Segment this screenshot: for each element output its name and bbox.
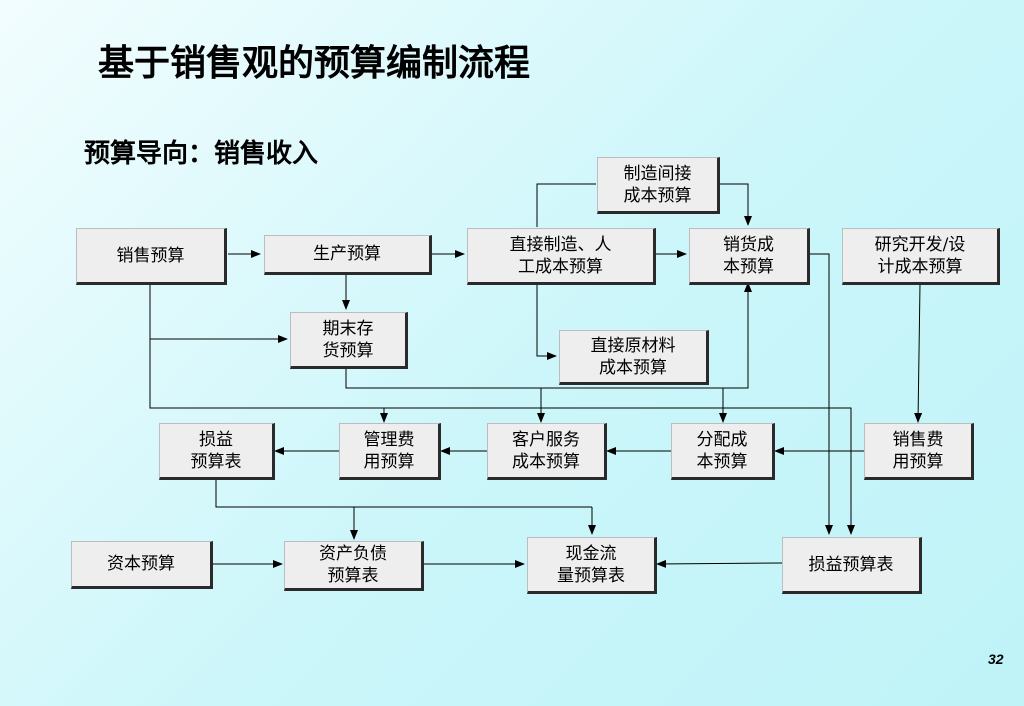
arrow-inventory-to-cogs (345, 282, 752, 389)
node-distribution-cost[interactable]: 分配成 本预算 (671, 423, 775, 480)
node-sales-budget[interactable]: 销售预算 (76, 228, 227, 285)
node-direct-material[interactable]: 直接原材料 成本预算 (559, 330, 709, 385)
arrow-labor-to-material (536, 284, 557, 360)
line-direct-labor-to-overhead (536, 183, 596, 227)
node-capital-budget[interactable]: 资本预算 (71, 541, 213, 589)
node-ending-inventory[interactable]: 期末存 货预算 (290, 312, 408, 369)
node-pl-budget-statement[interactable]: 损益 预算表 (159, 423, 275, 480)
node-mfg-overhead[interactable]: 制造间接 成本预算 (597, 157, 720, 214)
arrow-overhead-to-cogs (720, 183, 752, 226)
node-customer-service[interactable]: 客户服务 成本预算 (487, 423, 607, 480)
node-production-budget[interactable]: 生产预算 (264, 235, 432, 275)
node-pl-budget-statement-2[interactable]: 损益预算表 (782, 537, 922, 594)
arrow-sales-to-pl-statement (149, 339, 855, 535)
page-title: 基于销售观的预算编制流程 (98, 42, 531, 84)
arrow-cogs-to-pl-statement (810, 253, 833, 535)
node-balance-sheet-budget[interactable]: 资产负债 预算表 (284, 541, 424, 591)
node-cogs[interactable]: 销货成 本预算 (689, 228, 810, 285)
page-number: 32 (988, 651, 1004, 667)
line-pl-down (215, 479, 592, 508)
node-selling-expense[interactable]: 销售费 用预算 (864, 423, 974, 480)
node-cash-flow-budget[interactable]: 现金流 量预算表 (527, 537, 657, 594)
page-subtitle: 预算导向：销售收入 (84, 139, 319, 169)
arrow-rd-to-selling (914, 283, 923, 423)
node-rd-design[interactable]: 研究开发/设 计成本预算 (842, 228, 1000, 285)
node-direct-mfg-labor[interactable]: 直接制造、人 工成本预算 (467, 228, 656, 285)
node-admin-expense[interactable]: 管理费 用预算 (339, 423, 441, 480)
arrow-sales-to-inventory (149, 284, 288, 343)
arrow-pl-to-cash (656, 559, 783, 568)
